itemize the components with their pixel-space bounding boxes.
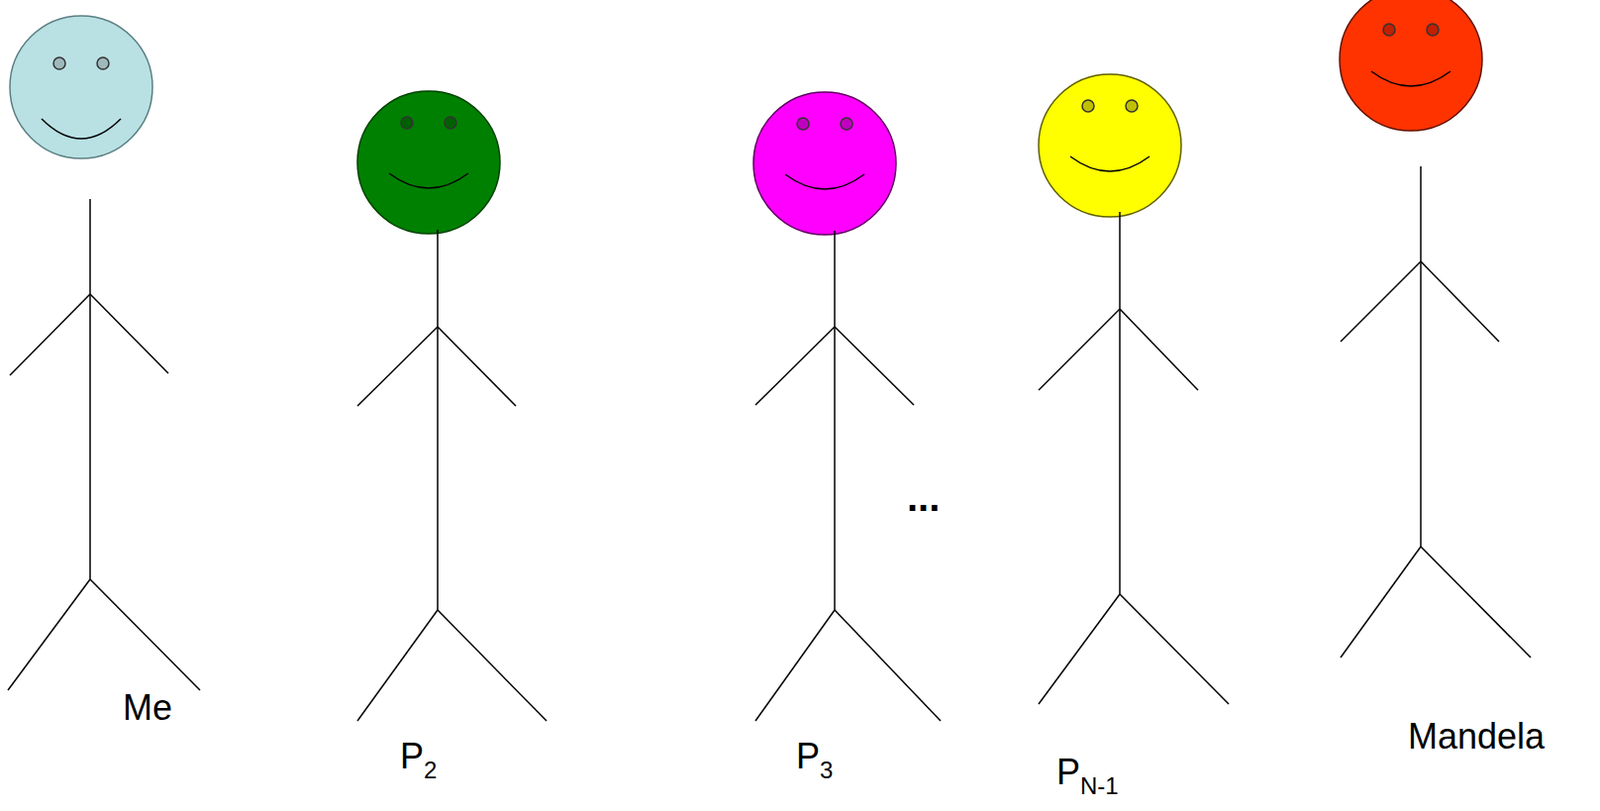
- person-name-group: Mandela: [1407, 718, 1545, 755]
- person-name: Mandela: [1407, 715, 1545, 757]
- person-symbol-group: PN-1: [1056, 754, 1119, 799]
- stick-figure-pn-1: [1038, 74, 1229, 704]
- stick-figure-mandela: [1339, 0, 1531, 658]
- stick-figure-p3: [753, 92, 941, 721]
- stick-figure-p2: [357, 91, 547, 721]
- subscript: 3: [819, 756, 833, 784]
- subscript: 2: [423, 756, 437, 784]
- stick-figure-me: [7, 15, 200, 691]
- subscript: N-1: [1080, 772, 1119, 800]
- person-symbol-group: P2: [400, 738, 437, 783]
- ellipsis-group: ...: [906, 477, 940, 517]
- person-symbol: P: [400, 735, 424, 777]
- person-symbol-group: P3: [796, 738, 833, 783]
- ellipsis: ...: [906, 475, 940, 519]
- person-name-group: Me: [122, 690, 173, 726]
- person-symbol: P: [1056, 751, 1081, 793]
- person-name: Me: [122, 687, 173, 728]
- person-symbol: P: [796, 735, 820, 777]
